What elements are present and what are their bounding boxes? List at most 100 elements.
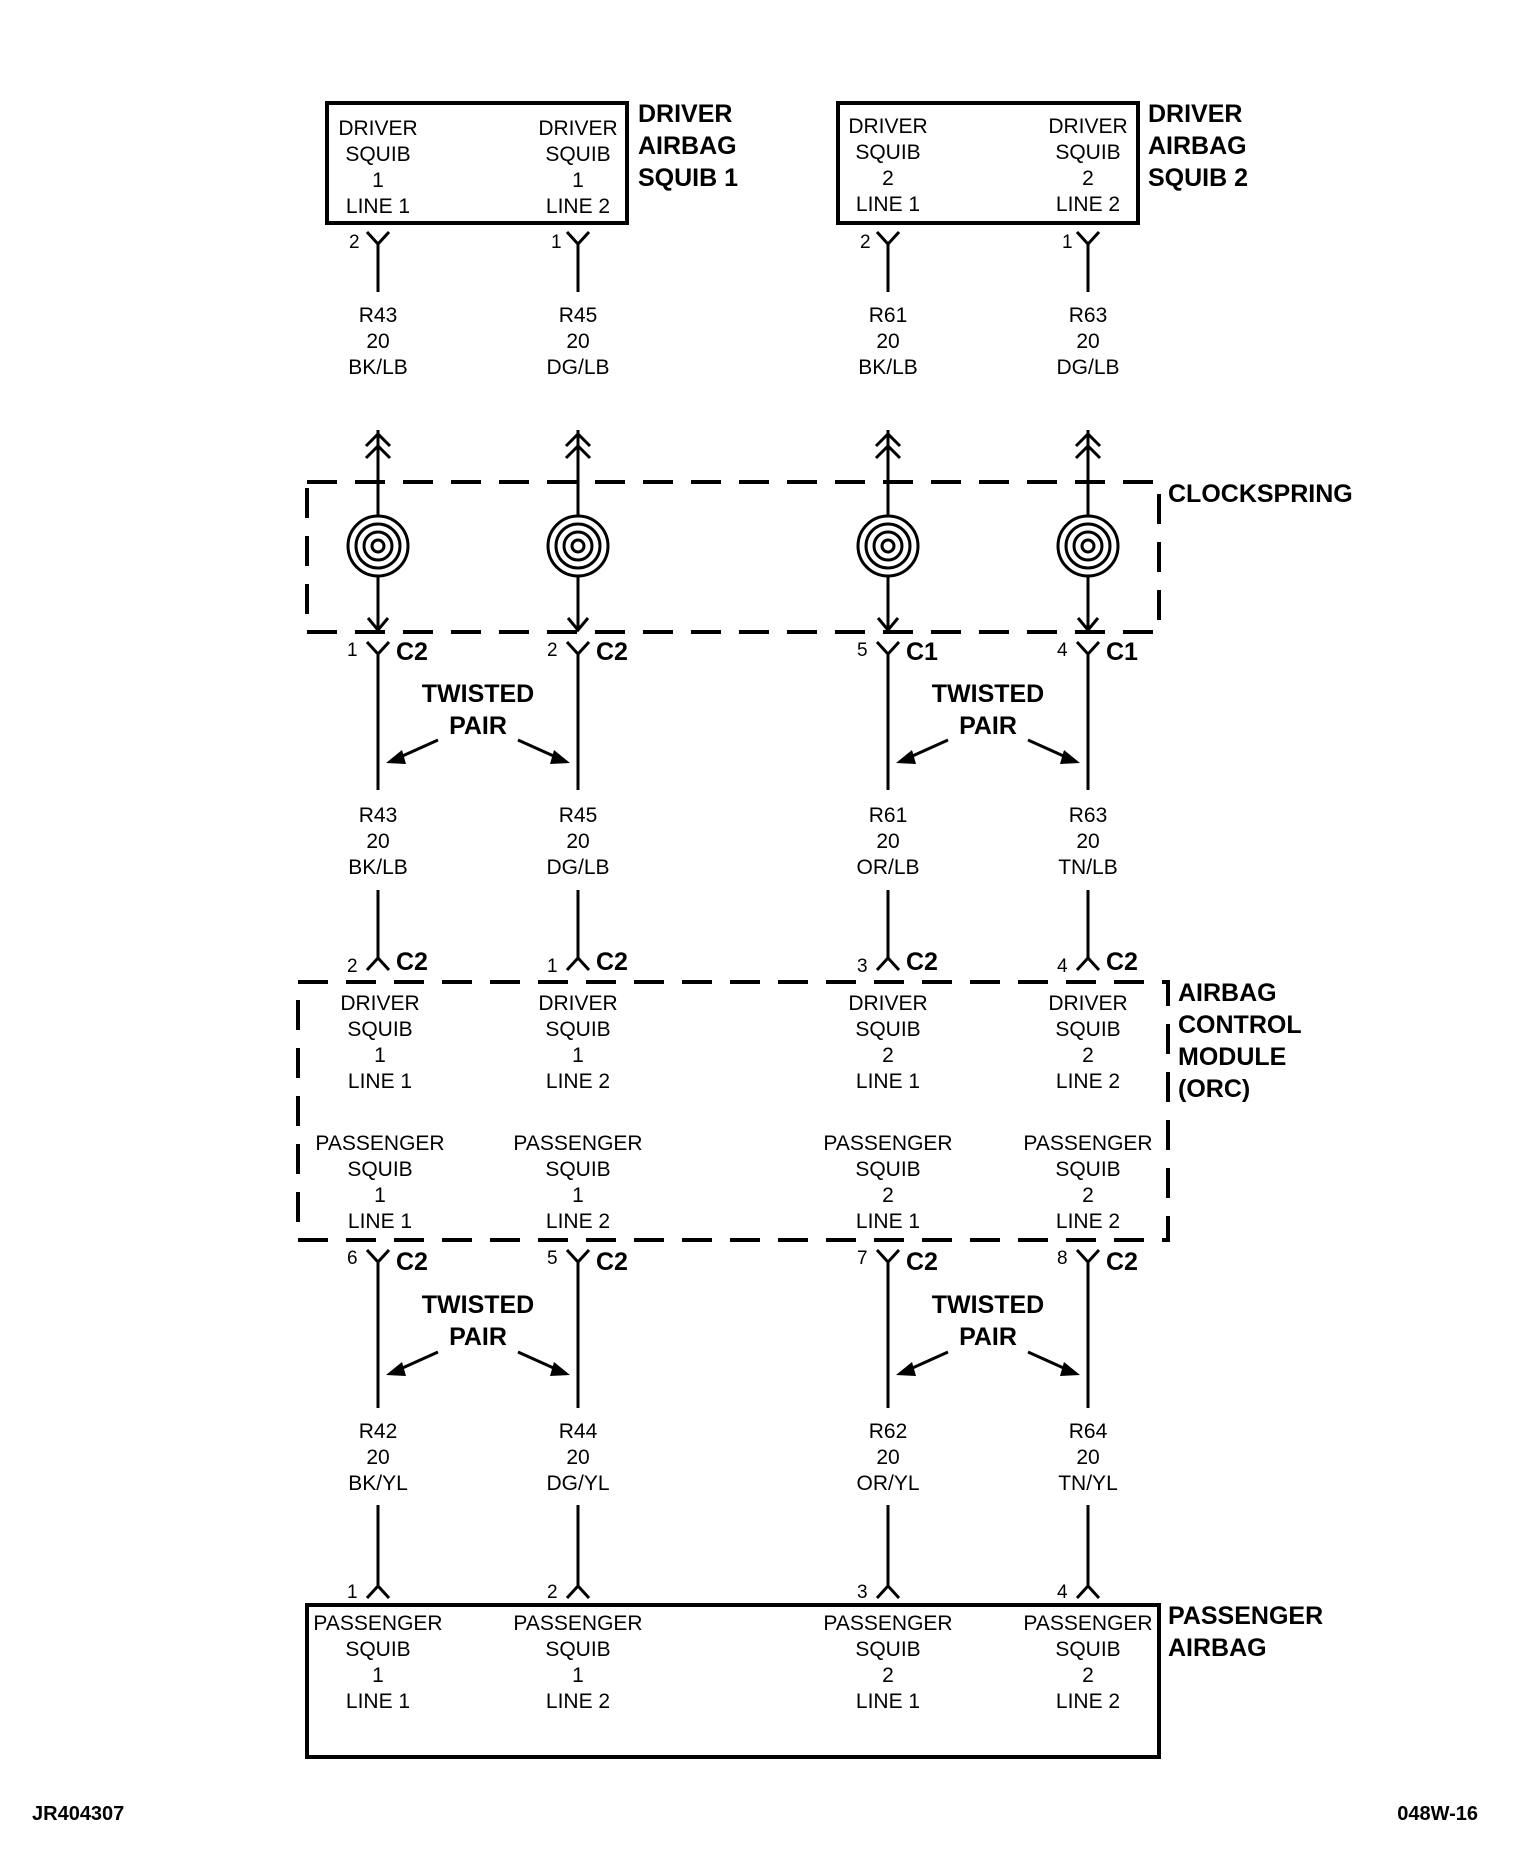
- connector-id: C2: [396, 948, 428, 976]
- terminal-label: SQUIB: [855, 1158, 920, 1181]
- driver-airbag-squib2: DRIVER SQUIB 2 LINE 1 DRIVER SQUIB 2 LIN…: [836, 100, 1248, 225]
- pin-number: 5: [857, 640, 868, 661]
- terminal-label: LINE 1: [856, 193, 920, 216]
- pin-number: 2: [860, 232, 871, 253]
- pin-number: 2: [347, 956, 358, 977]
- component-title: CONTROL: [1178, 1011, 1302, 1039]
- terminal-label: 2: [1082, 1044, 1094, 1067]
- wire-label: 20: [566, 830, 589, 853]
- wire-label: DG/LB: [546, 856, 609, 879]
- wire-label: R43: [359, 304, 398, 327]
- acm-input-pins: 2 C2 1 C2 3 C2 4 C2: [347, 948, 1138, 977]
- component-title: DRIVER: [638, 100, 732, 128]
- terminal-label: 2: [882, 1184, 894, 1207]
- terminal-label: PASSENGER: [823, 1612, 952, 1635]
- terminal-label: LINE 1: [348, 1210, 412, 1233]
- pin-number: 5: [547, 1248, 558, 1269]
- terminal-label: DRIVER: [1048, 115, 1127, 138]
- twisted-pair-arrow-icon: [386, 1350, 1080, 1376]
- wire-label: 20: [1076, 330, 1099, 353]
- terminal-label: SQUIB: [345, 1638, 410, 1661]
- pin-number: 2: [349, 232, 360, 253]
- terminal-label: LINE 2: [1056, 1690, 1120, 1713]
- twisted-pair-label: TWISTED: [932, 680, 1045, 708]
- terminal-label: DRIVER: [538, 117, 617, 140]
- wire-label: R64: [1069, 1420, 1108, 1443]
- terminal-label: LINE 1: [346, 195, 410, 218]
- component-title: AIRBAG: [1148, 132, 1247, 160]
- terminal-label: 1: [572, 1184, 584, 1207]
- wire-label: R44: [559, 1420, 598, 1443]
- component-title: AIRBAG: [1168, 1634, 1267, 1662]
- airbag-control-module: AIRBAG CONTROL MODULE (ORC) DRIVER SQUIB…: [296, 979, 1302, 1242]
- component-title: (ORC): [1178, 1075, 1250, 1103]
- component-title: PASSENGER: [1168, 1602, 1323, 1630]
- pin-number: 1: [551, 232, 562, 253]
- component-title: CLOCKSPRING: [1168, 480, 1353, 508]
- twisted-pair-label: TWISTED: [422, 680, 535, 708]
- wire-label: 20: [876, 330, 899, 353]
- pin-number: 2: [547, 640, 558, 661]
- wire-label: BK/LB: [348, 356, 408, 379]
- terminal-label: SQUIB: [545, 1018, 610, 1041]
- component-title: AIRBAG: [638, 132, 737, 160]
- pin-number: 1: [347, 1582, 358, 1603]
- wire-label: R45: [559, 804, 598, 827]
- wire-label: DG/LB: [1056, 356, 1119, 379]
- connector-id: C2: [396, 1248, 428, 1276]
- terminal-label: 2: [882, 167, 894, 190]
- terminal-label: 2: [1082, 1184, 1094, 1207]
- terminal-label: 1: [572, 1664, 584, 1687]
- component-title: AIRBAG: [1178, 979, 1277, 1007]
- passenger-airbag-pins: 1 2 3 4: [347, 1582, 1101, 1603]
- terminal-label: 1: [374, 1044, 386, 1067]
- twisted-pair-label: TWISTED: [932, 1291, 1045, 1319]
- pin-number: 4: [1057, 1582, 1068, 1603]
- clockspring-coil-icon: [346, 514, 410, 578]
- wire-label: 20: [1076, 830, 1099, 853]
- terminal-label: 1: [572, 1044, 584, 1067]
- component-title: DRIVER: [1148, 100, 1242, 128]
- terminal-label: LINE 1: [856, 1070, 920, 1093]
- twisted-pair-arrow-icon: [386, 738, 1080, 764]
- wire-label: 20: [876, 830, 899, 853]
- twisted-pair-label: PAIR: [449, 1323, 507, 1351]
- connector-id: C2: [596, 638, 628, 666]
- wire-label: OR/LB: [856, 856, 919, 879]
- wire-label: TN/YL: [1058, 1472, 1118, 1495]
- wire-label: TN/LB: [1058, 856, 1118, 879]
- connector-id: C2: [906, 948, 938, 976]
- wire-label: BK/YL: [348, 1472, 408, 1495]
- wire-label: R62: [869, 1420, 908, 1443]
- acm-output-pins: 6 C2 5 C2 7 C2 8 C2: [347, 1248, 1138, 1276]
- driver-airbag-squib1: DRIVER SQUIB 1 LINE 1 DRIVER SQUIB 1 LIN…: [325, 100, 738, 225]
- wire-label: OR/YL: [856, 1472, 919, 1495]
- terminal-label: LINE 2: [1056, 193, 1120, 216]
- terminal-label: SQUIB: [347, 1018, 412, 1041]
- connector-id: C2: [596, 948, 628, 976]
- terminal-label: 1: [572, 169, 584, 192]
- connector-id: C1: [906, 638, 938, 666]
- pin-number: 1: [347, 640, 358, 661]
- terminal-label: SQUIB: [545, 143, 610, 166]
- wire-label: 20: [366, 830, 389, 853]
- wire-label: 20: [366, 1446, 389, 1469]
- terminal-label: LINE 1: [348, 1070, 412, 1093]
- wire-label: R42: [359, 1420, 398, 1443]
- terminal-label: SQUIB: [1055, 1018, 1120, 1041]
- terminal-label: SQUIB: [855, 1638, 920, 1661]
- passenger-airbag: PASSENGER AIRBAG PASSENGER SQUIB 1 LINE …: [305, 1602, 1323, 1759]
- connector-id: C2: [1106, 948, 1138, 976]
- wire-label: R61: [869, 804, 908, 827]
- component-title: SQUIB 1: [638, 164, 738, 192]
- middle-wires: TWISTED PAIR TWISTED PAIR R43 20 BK/LB R…: [348, 654, 1118, 958]
- terminal-label: LINE 1: [856, 1690, 920, 1713]
- terminal-label: LINE 2: [546, 195, 610, 218]
- terminal-label: LINE 2: [546, 1070, 610, 1093]
- terminal-label: 2: [882, 1044, 894, 1067]
- connector-id: C2: [396, 638, 428, 666]
- terminal-label: SQUIB: [345, 143, 410, 166]
- terminal-label: LINE 2: [546, 1210, 610, 1233]
- pin-number: 4: [1057, 640, 1068, 661]
- terminal-label: PASSENGER: [513, 1612, 642, 1635]
